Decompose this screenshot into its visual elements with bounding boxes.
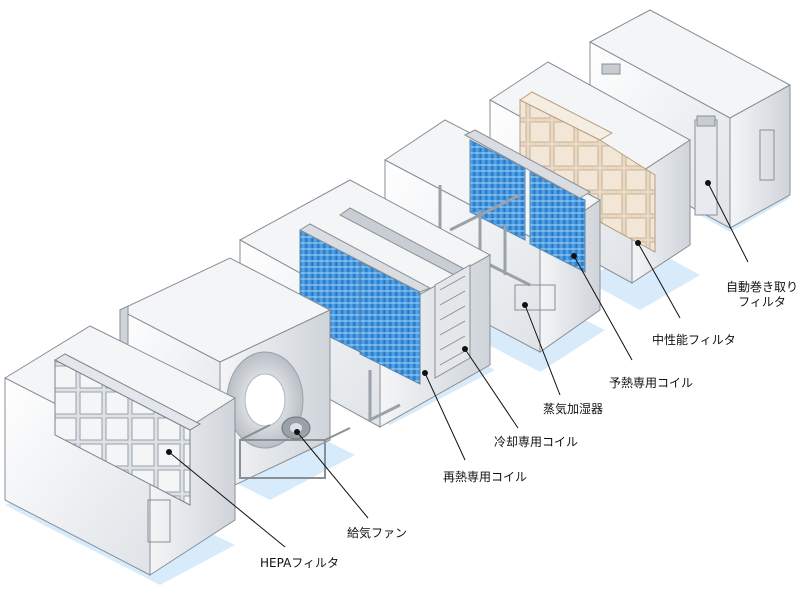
label-hepa-filter: HEPAフィルタ — [260, 556, 340, 570]
label-reheat-coil: 再熱専用コイル — [443, 470, 528, 484]
label-steam-humidifier: 蒸気加湿器 — [543, 402, 604, 416]
module-hepa-filter — [3, 325, 237, 576]
leader-lines — [166, 180, 749, 548]
cooling-coil-fins — [439, 275, 466, 366]
label-medium-filter: 中性能フィルタ — [652, 333, 736, 347]
label-supply-fan: 給気ファン — [347, 526, 408, 540]
label-auto-roll-filter: 自動巻き取り フィルタ — [726, 280, 798, 310]
label-preheat-coil: 予熱専用コイル — [609, 376, 694, 390]
label-auto-roll-filter-line1: 自動巻き取り — [726, 280, 799, 294]
label-cooling-coil: 冷却専用コイル — [494, 435, 579, 449]
fan-base-frame — [239, 439, 326, 479]
label-auto-roll-filter-line2: フィルタ — [738, 295, 786, 309]
